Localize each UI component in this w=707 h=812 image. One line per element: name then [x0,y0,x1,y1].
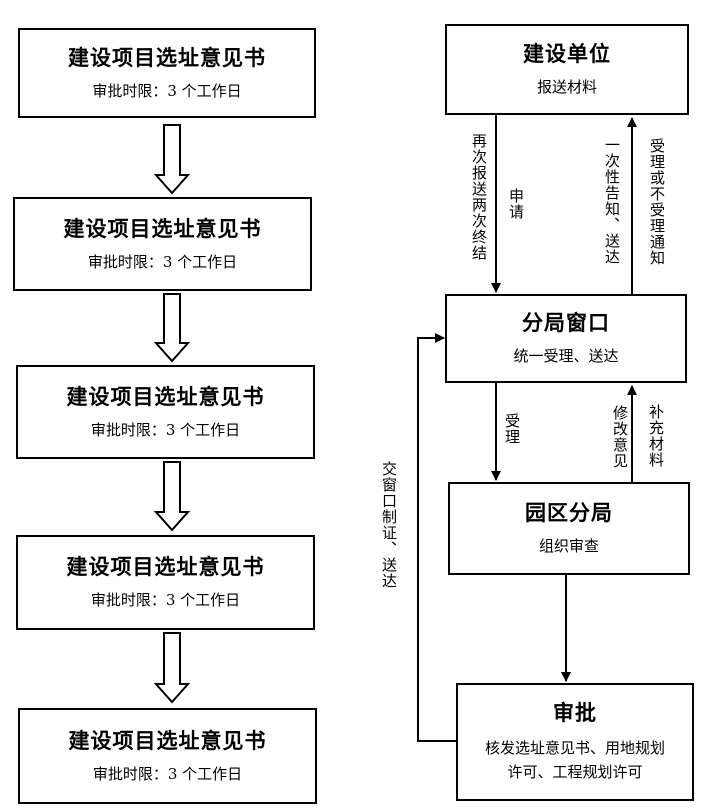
node-title: 园区分局 [525,500,613,526]
label-resubmit: 再次报送两次终结 [470,133,488,261]
left-step-3: 建设项目选址意见书 审批时限：3 个工作日 [16,365,315,459]
hollow-arrow-1 [153,124,191,195]
node-subtitle: 组织审查 [538,537,599,556]
node-title: 审批 [553,700,597,726]
node-park-branch: 园区分局 组织审查 [448,482,690,575]
step-title: 建设项目选址意见书 [63,215,262,241]
node-subtitle: 核发选址意见书、用地规划 许可、工程规划许可 [485,736,665,784]
node-approval: 审批 核发选址意见书、用地规划 许可、工程规划许可 [456,683,694,801]
label-revise: 修改意见 [611,405,629,469]
node-title: 建设单位 [523,41,611,67]
node-subtitle-line-1: 核发选址意见书、用地规划 [484,738,665,757]
step-title: 建设项目选址意见书 [66,554,265,580]
arrow-issue-loop [417,333,457,742]
node-title: 分局窗口 [522,310,610,336]
hollow-arrow-4 [153,632,191,704]
left-step-4: 建设项目选址意见书 审批时限：3 个工作日 [16,535,315,630]
label-apply: 申请 [507,188,525,220]
label-one-time-notice: 一次性告知、送达 [603,137,621,265]
node-subtitle: 报送材料 [536,78,597,97]
step-title: 建设项目选址意见书 [68,727,267,753]
hollow-arrow-2 [153,293,191,363]
left-step-2: 建设项目选址意见书 审批时限：3 个工作日 [13,197,312,291]
label-accept: 受理 [503,413,521,445]
step-time-limit: 审批时限：3 个工作日 [87,252,238,271]
node-subtitle-line-2: 许可、工程规划许可 [507,762,643,781]
step-time-limit: 审批时限：3 个工作日 [92,764,243,783]
step-time-limit: 审批时限：3 个工作日 [90,591,241,610]
label-supplement: 补充材料 [647,404,665,468]
label-issue-deliver: 交窗口制证、送达 [380,461,398,589]
left-step-5: 建设项目选址意见书 审批时限：3 个工作日 [18,708,317,804]
node-subtitle: 统一受理、送达 [513,347,619,366]
node-branch-window: 分局窗口 统一受理、送达 [445,294,687,383]
step-time-limit: 审批时限：3 个工作日 [90,420,241,439]
label-accept-notice: 受理或不受理通知 [648,138,666,266]
hollow-arrow-3 [153,461,191,532]
left-step-1: 建设项目选址意见书 审批时限：3 个工作日 [18,28,316,118]
node-construction-unit: 建设单位 报送材料 [445,24,689,115]
step-time-limit: 审批时限：3 个工作日 [92,81,242,100]
step-title: 建设项目选址意见书 [68,44,266,70]
step-title: 建设项目选址意见书 [66,383,265,409]
